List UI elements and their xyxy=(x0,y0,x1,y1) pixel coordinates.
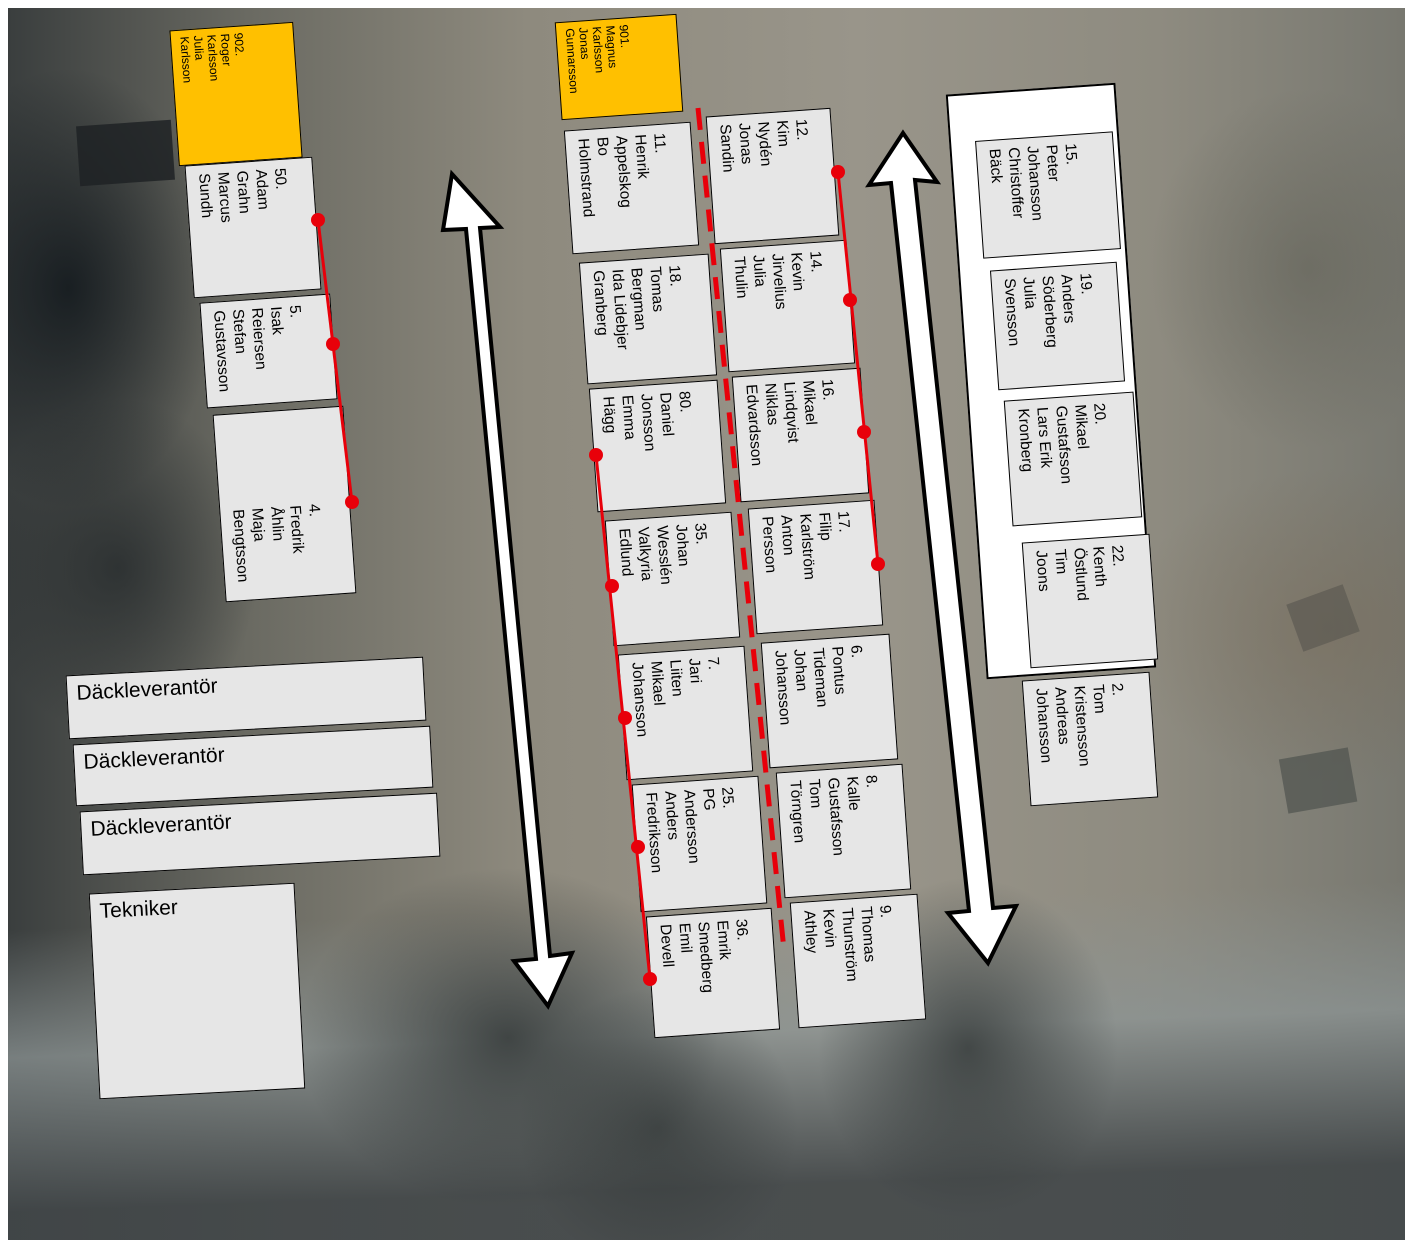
dashed-power-line xyxy=(695,107,787,951)
power-outlet-dot xyxy=(345,495,359,509)
power-line-middle-right xyxy=(836,171,880,565)
power-outlet-dot xyxy=(311,213,325,227)
power-outlet-dot xyxy=(326,337,340,351)
power-outlet-dot xyxy=(857,425,871,439)
aerial-map: 902. Roger Karlsson Julia Karlsson 50. A… xyxy=(8,8,1405,1240)
power-outlet-dot xyxy=(643,972,657,986)
power-line-left xyxy=(316,219,354,503)
power-outlet-dot xyxy=(631,840,645,854)
power-outlet-dot xyxy=(605,579,619,593)
power-lines-overlay xyxy=(311,107,885,986)
map-overlay xyxy=(76,119,1360,1010)
double-arrow-right xyxy=(865,129,1020,967)
structure-shadow-2 xyxy=(1278,747,1358,814)
power-outlet-dot xyxy=(871,557,885,571)
power-outlet-dot xyxy=(589,448,603,462)
double-arrow-left xyxy=(440,169,576,1010)
structure-shadow xyxy=(1286,584,1360,652)
power-outlet-dot xyxy=(618,711,632,725)
power-outlet-dot xyxy=(843,293,857,307)
shed-shadow xyxy=(76,119,175,187)
power-outlet-dot xyxy=(831,165,845,179)
